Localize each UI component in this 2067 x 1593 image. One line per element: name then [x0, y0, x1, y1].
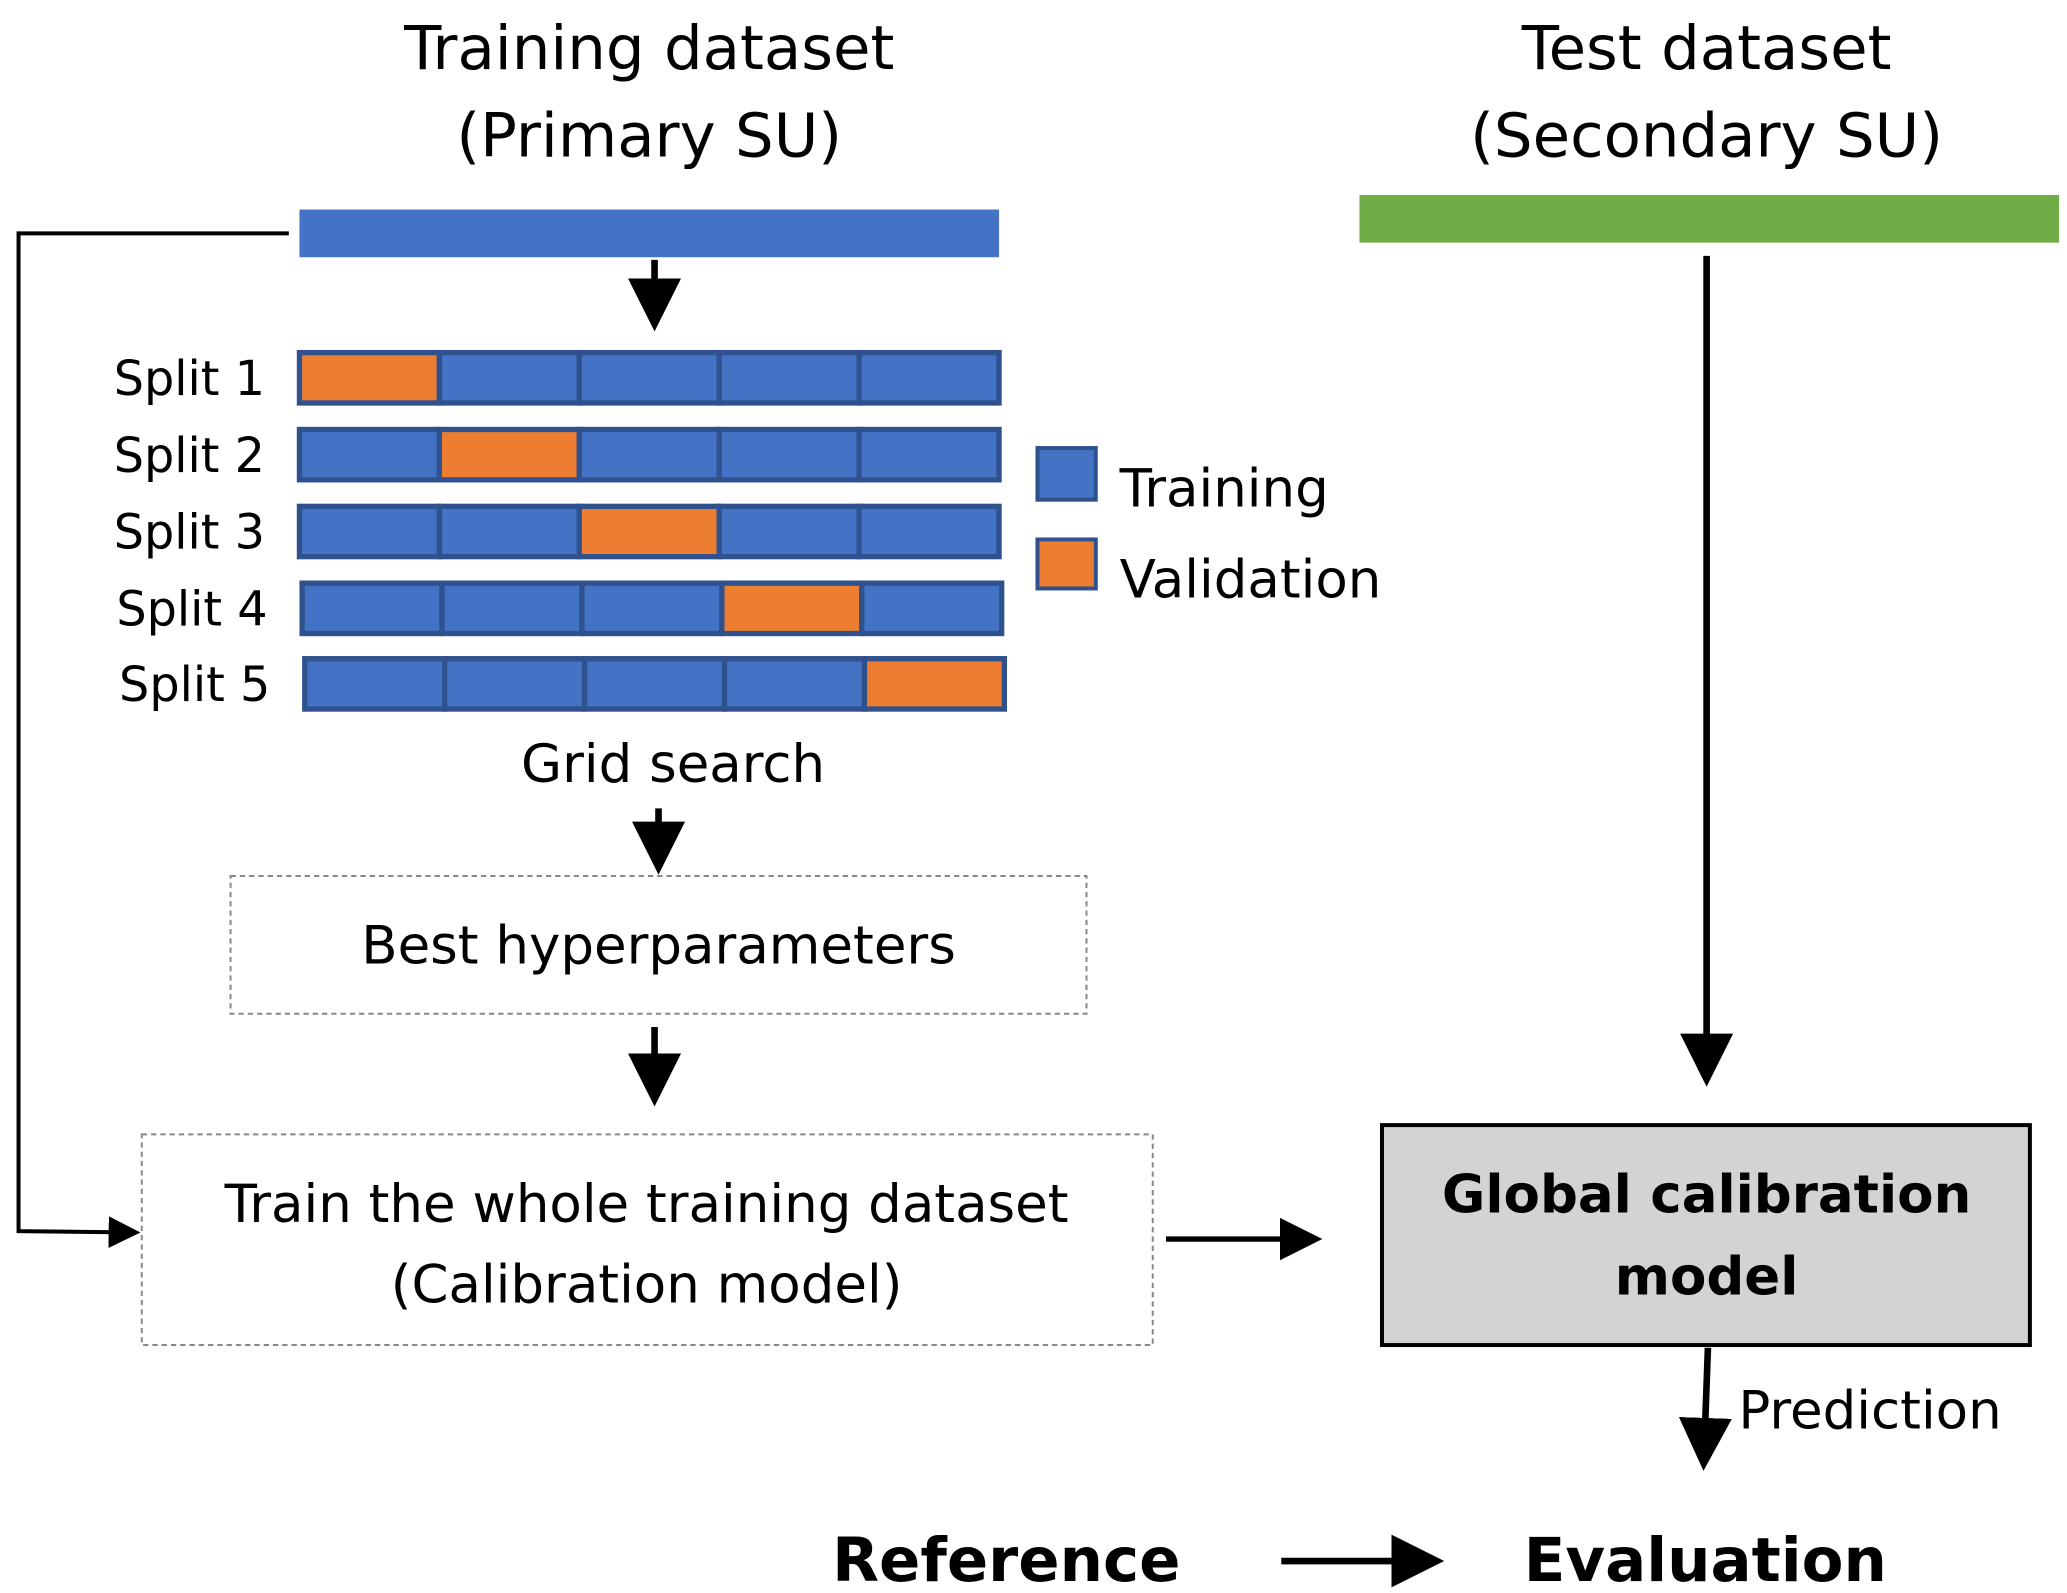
training-fold: [576, 349, 722, 406]
train-whole-line2: (Calibration model): [391, 1255, 903, 1316]
training-fold: [721, 656, 868, 712]
training-fold: [716, 349, 862, 406]
training-subtitle: (Primary SU): [456, 101, 842, 172]
training-fold: [859, 580, 1005, 637]
legend-training-label: Training: [1119, 458, 1329, 519]
training-fold: [442, 656, 588, 712]
training-fold: [579, 580, 725, 637]
test-dataset-bar: [1359, 194, 2060, 243]
split-label: Split 1: [114, 352, 265, 407]
grid-search-label: Grid search: [521, 734, 825, 795]
training-fold: [856, 503, 1002, 560]
training-fold: [302, 656, 448, 712]
validation-fold: [296, 349, 443, 406]
reference-label: Reference: [832, 1525, 1180, 1593]
training-fold: [581, 656, 728, 712]
bypass-arrow: [16, 231, 289, 1249]
best-hyperparameters-label: Best hyperparameters: [361, 915, 956, 976]
global-model-line1: Global calibration: [1442, 1165, 1971, 1226]
training-fold: [576, 426, 722, 483]
evaluation-label: Evaluation: [1524, 1525, 1887, 1593]
training-fold: [439, 580, 585, 637]
training-fold: [436, 349, 582, 406]
split-label: Split 3: [114, 506, 265, 561]
splits-group: Split 1 Split 2 Split 3 Split 4 Split 5: [114, 349, 1008, 713]
validation-fold: [719, 580, 865, 637]
legend-training-swatch: [1035, 446, 1098, 502]
test-title: Test dataset: [1521, 13, 1892, 84]
global-model-line2: model: [1615, 1247, 1799, 1308]
train-whole-line1: Train the whole training dataset: [224, 1174, 1069, 1235]
prediction-label: Prediction: [1738, 1381, 2001, 1442]
global-model-box: [1379, 1123, 2032, 1348]
split-label: Split 4: [116, 583, 267, 638]
split-label: Split 5: [119, 658, 270, 713]
train-whole-box: [140, 1133, 1154, 1347]
training-title: Training dataset: [403, 13, 894, 84]
training-fold: [856, 426, 1002, 483]
training-fold: [716, 426, 862, 483]
validation-fold: [436, 426, 582, 483]
training-fold: [436, 503, 582, 560]
training-fold: [299, 580, 445, 637]
legend-validation-swatch: [1035, 537, 1098, 591]
validation-fold: [576, 503, 722, 560]
best-hyperparameters-box: [229, 875, 1088, 1015]
training-fold: [716, 503, 862, 560]
training-dataset-bar: [299, 209, 1000, 258]
legend-validation-label: Validation: [1120, 550, 1382, 611]
split-label: Split 2: [114, 429, 265, 484]
validation-fold: [861, 656, 1008, 712]
training-fold: [296, 426, 443, 483]
training-fold: [856, 349, 1002, 406]
training-fold: [296, 503, 443, 560]
test-subtitle: (Secondary SU): [1470, 101, 1943, 172]
prediction-arrow: [1678, 1347, 1732, 1471]
